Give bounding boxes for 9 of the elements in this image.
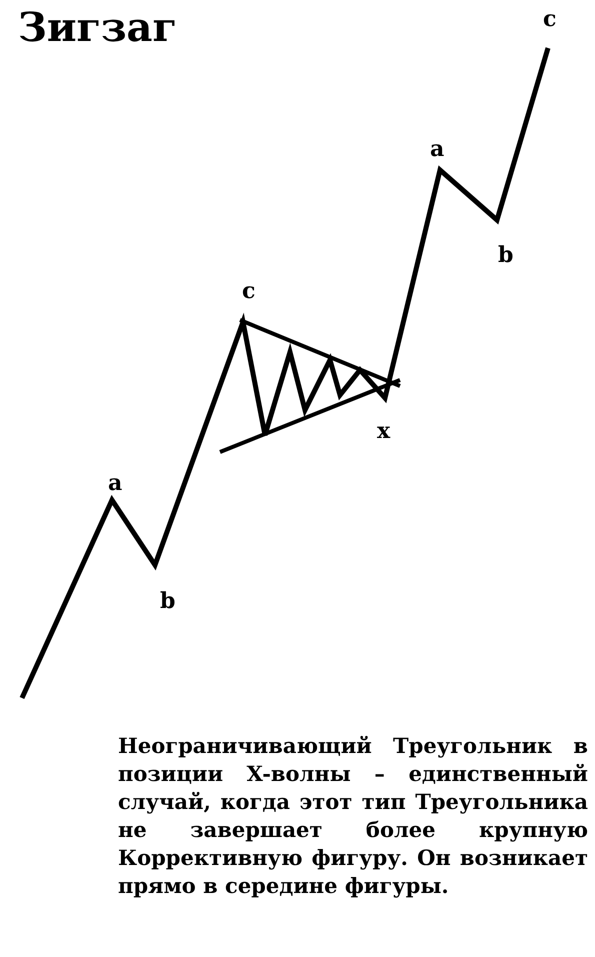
wave-label: b bbox=[160, 590, 176, 612]
title: Зигзаг bbox=[18, 4, 177, 52]
wave-label: c bbox=[242, 280, 256, 302]
wave-label: a bbox=[108, 472, 122, 494]
wave-label: c bbox=[543, 8, 556, 30]
caption-paragraph: Неограничивающий Треугольник в позиции X-волны – единственный случай, когда этот тип Треугольника не завершает более крупную Коррективную фигуру. Он возникает прямо в середине фигуры. bbox=[118, 732, 588, 900]
wave-label: x bbox=[377, 420, 390, 442]
wave-label: b bbox=[498, 244, 514, 266]
wave-label: a bbox=[430, 138, 444, 160]
